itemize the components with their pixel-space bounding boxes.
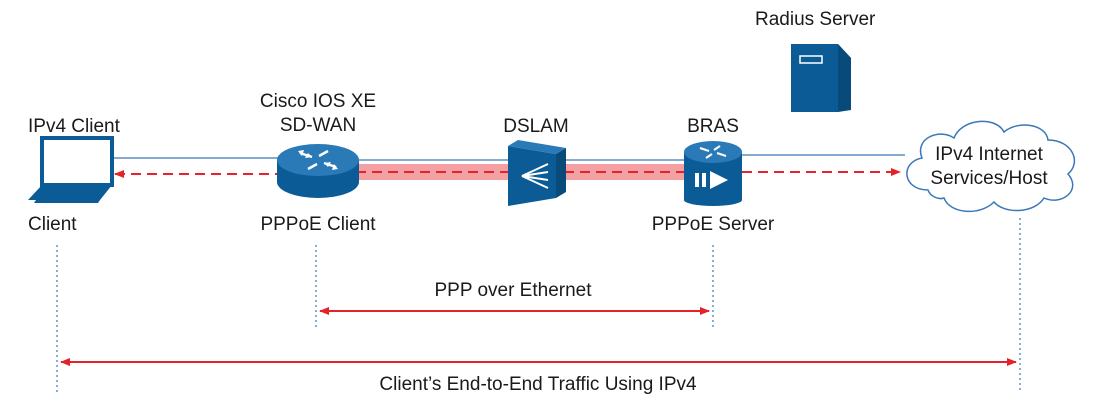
ppp-over-ethernet-label: PPP over Ethernet (434, 280, 592, 301)
router-icon (277, 144, 359, 198)
bras-label: BRAS (687, 116, 739, 137)
pppoe-server-label: PPPoE Server (652, 214, 775, 235)
bras-icon (684, 141, 742, 206)
laptop-icon (28, 136, 114, 203)
cisco-label-line1: Cisco IOS XE (260, 91, 376, 112)
client-label: Client (28, 214, 77, 235)
server-icon (791, 44, 851, 112)
cloud-label-line2: Services/Host (930, 168, 1048, 189)
pppoe-client-label: PPPoE Client (260, 214, 376, 235)
ipv4-client-label: IPv4 Client (28, 116, 121, 137)
cloud-icon (906, 120, 1076, 213)
dslam-label: DSLAM (503, 116, 568, 137)
radius-server-label: Radius Server (755, 9, 876, 30)
cloud-label-line1: IPv4 Internet (935, 144, 1043, 165)
dslam-icon (508, 140, 566, 206)
end-to-end-label: Client’s End-to-End Traffic Using IPv4 (379, 374, 697, 395)
cisco-label-line2: SD-WAN (280, 115, 356, 136)
